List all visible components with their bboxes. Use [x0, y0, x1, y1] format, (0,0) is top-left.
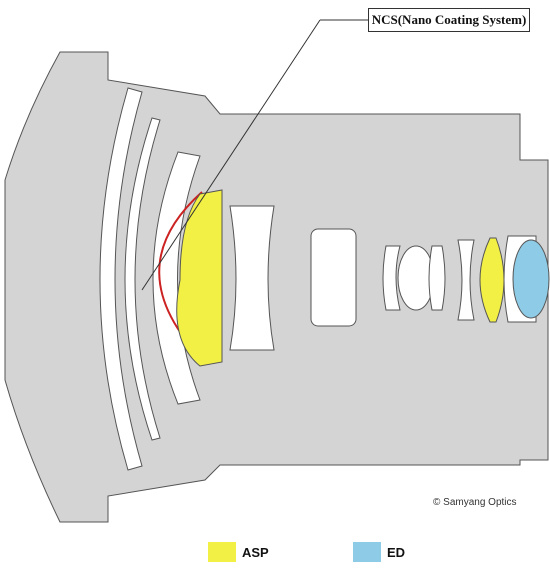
front-element-2 [124, 117, 161, 441]
asp-swatch [208, 542, 236, 562]
ncs-callout-label: NCS(Nano Coating System) [368, 8, 530, 32]
copyright-text: © Samyang Optics [433, 497, 517, 508]
front-element-3 [152, 151, 201, 405]
element-8 [428, 245, 446, 311]
asp-element-1 [176, 189, 223, 367]
element-5 [310, 228, 357, 327]
ed-element [512, 239, 550, 319]
ed-swatch [353, 542, 381, 562]
element-6 [382, 245, 401, 311]
asp-element-2 [479, 237, 505, 323]
element-9 [457, 239, 475, 321]
front-element-1 [99, 87, 143, 471]
element-4 [229, 205, 275, 351]
legend-ed-label: ED [387, 544, 406, 560]
legend-asp: ASP [208, 542, 269, 562]
callout-leader-line-diagonal [141, 19, 321, 291]
legend-ed: ED [353, 542, 405, 562]
legend-asp-label: ASP [242, 544, 269, 560]
